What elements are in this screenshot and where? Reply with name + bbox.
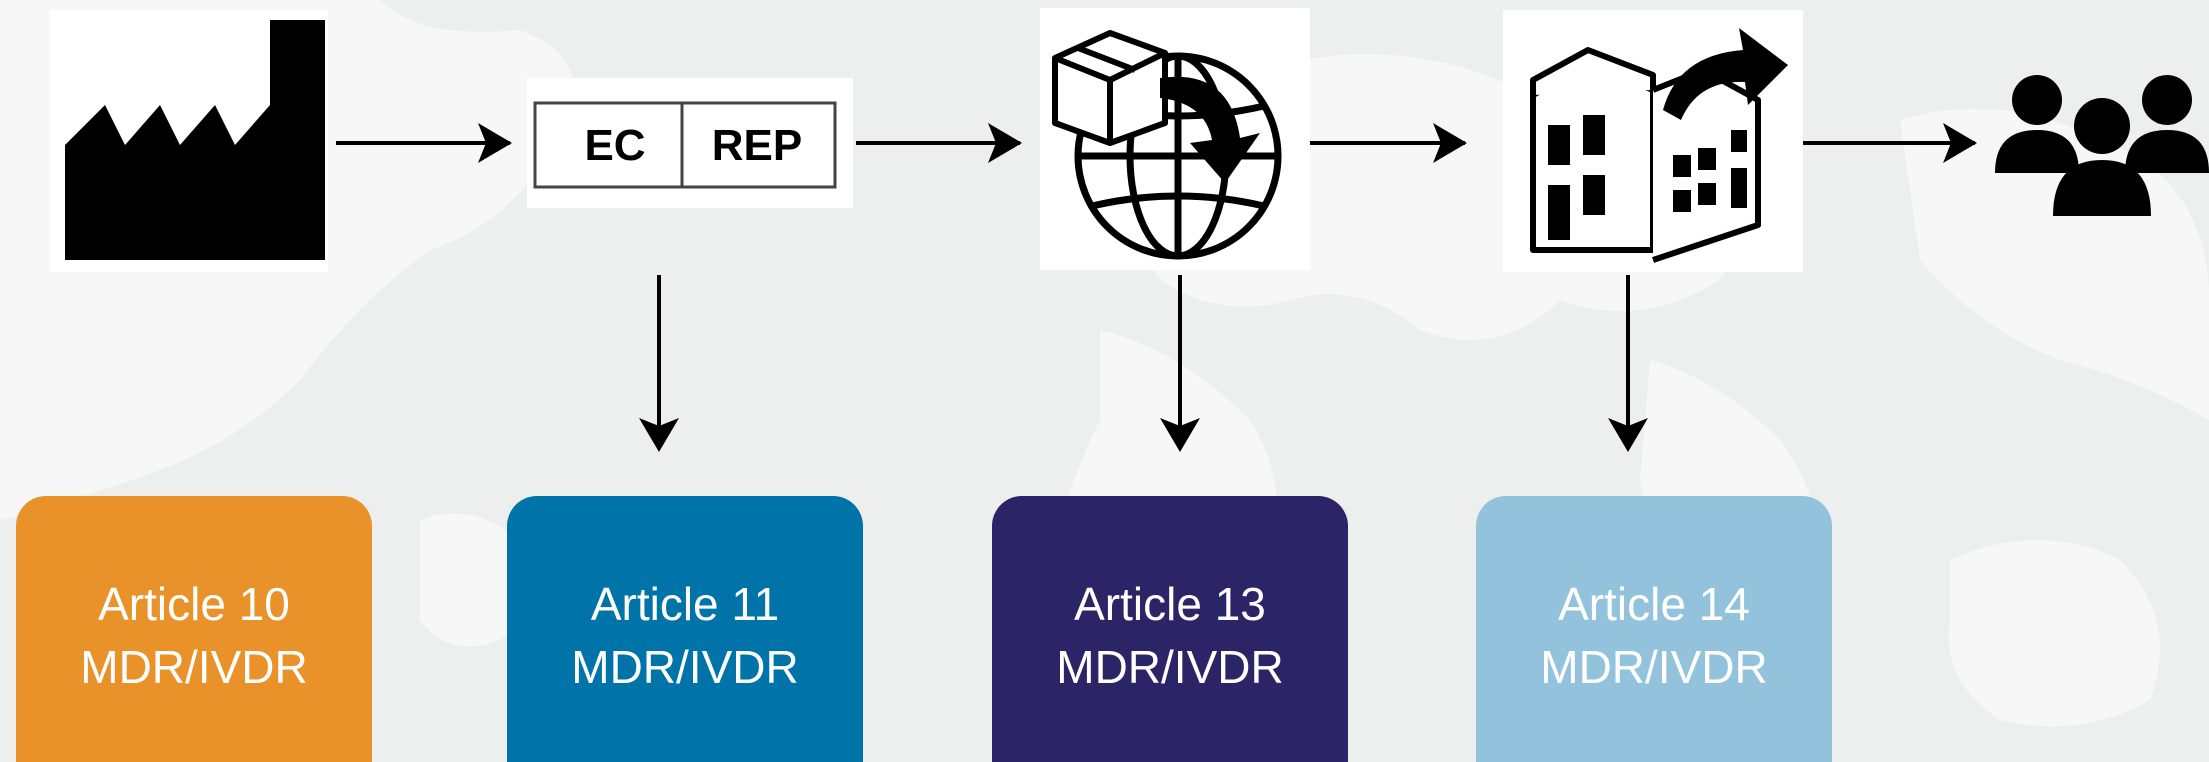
importer-node	[1040, 8, 1310, 270]
factory-icon	[65, 20, 325, 260]
article-10-box: Article 10 MDR/IVDR	[16, 496, 372, 762]
article-11-title: Article 11	[590, 578, 780, 630]
distributor-node	[1503, 10, 1803, 272]
manufacturer-node	[50, 10, 328, 272]
building-arrow-icon	[1530, 28, 1788, 263]
article-13-title: Article 13	[1074, 578, 1266, 630]
ec-rep-node: EC REP	[527, 78, 853, 208]
users-node	[1995, 68, 2209, 216]
article-13-box: Article 13 MDR/IVDR	[992, 496, 1348, 762]
globe-package-icon	[1052, 30, 1282, 260]
article-11-box: Article 11 MDR/IVDR	[507, 496, 863, 762]
people-group-icon	[1995, 75, 2209, 216]
article-10-title: Article 10	[98, 578, 290, 630]
article-10-regulation: MDR/IVDR	[80, 641, 308, 693]
article-14-title: Article 14	[1558, 578, 1750, 630]
ec-label: EC	[584, 121, 645, 170]
article-14-regulation: MDR/IVDR	[1540, 641, 1768, 693]
rep-label: REP	[712, 121, 802, 170]
article-11-regulation: MDR/IVDR	[571, 641, 799, 693]
article-14-box: Article 14 MDR/IVDR	[1476, 496, 1832, 762]
article-13-regulation: MDR/IVDR	[1056, 641, 1284, 693]
ec-rep-icon: EC REP	[533, 101, 837, 189]
